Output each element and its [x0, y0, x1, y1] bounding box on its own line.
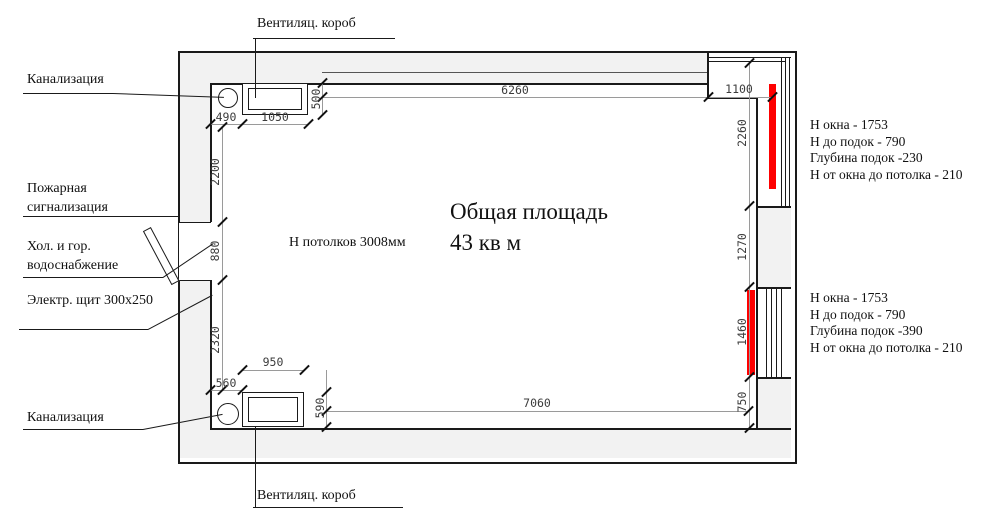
dim-7060: 7060	[523, 396, 551, 410]
leader-water-underline	[23, 277, 163, 279]
label-water-supply: Хол. и гор. водоснабжение	[27, 239, 119, 273]
dim-1270: 1270	[735, 233, 749, 261]
wall-fill-right-lower	[756, 377, 791, 428]
dim-line-topleft	[210, 124, 308, 125]
dim-line-500	[322, 83, 323, 115]
dim-500: 500	[309, 88, 323, 110]
glazing-w1-line-3	[789, 57, 791, 206]
glazing-w2-line-1	[766, 287, 768, 377]
window2-bottom-line	[756, 377, 791, 379]
dim-line-right-chain	[749, 63, 750, 428]
area-title-line1: Общая площадь	[450, 199, 608, 224]
dim-560: 560	[215, 376, 237, 390]
wall-inner-left-lower	[210, 280, 212, 428]
leader-sewer-top-underline	[23, 93, 113, 95]
note-line: Н от окна до потолка - 210	[810, 339, 963, 355]
window-marker-top	[769, 84, 776, 189]
note-line: Глубина подок -230	[810, 150, 923, 165]
wall-inner-right	[756, 97, 758, 428]
dim-line-590	[326, 370, 327, 427]
window-notes-bottom: Н окна - 1753 Н до подок - 790 Глубина п…	[810, 290, 963, 356]
wall-fill-top	[180, 53, 707, 83]
dim-950: 950	[262, 355, 284, 369]
leader-vent-top-underline	[253, 38, 395, 40]
dim-line-560	[210, 390, 242, 391]
label-sewer-top: Канализация	[27, 72, 104, 87]
note-line: Н от окна до потолка - 210	[810, 166, 963, 182]
label-fire-alarm: Пожарная сигнализация	[27, 181, 108, 215]
dim-line-top	[322, 97, 772, 98]
vent-box-top-inner	[248, 88, 302, 110]
note-line: Н до подок - 790	[810, 306, 906, 322]
dim-line-bottom	[326, 411, 748, 412]
dim-2260: 2260	[735, 119, 749, 147]
note-line: Н окна - 1753	[810, 117, 888, 132]
glazing-corner-line-1	[707, 57, 791, 59]
leader-fire-underline	[23, 216, 178, 218]
area-title-line2: 43 кв м	[450, 230, 522, 255]
wall-inner-top	[210, 83, 707, 85]
pier-bottom-line	[756, 287, 791, 289]
dim-1460: 1460	[735, 318, 749, 346]
glazing-w2-line-4	[781, 287, 783, 377]
wall-ledge-top	[322, 72, 707, 73]
note-line: Н до подок - 790	[810, 133, 906, 149]
label-sewer-bottom: Канализация	[27, 410, 104, 425]
wall-fill-left-upper	[180, 53, 210, 222]
leader-vent-top-vertical	[255, 38, 257, 98]
window-notes-top: Н окна - 1753 Н до подок - 790 Глубина п…	[810, 117, 963, 183]
leader-vent-bottom-underline	[253, 507, 403, 509]
area-title: Общая площадь 43 кв м	[450, 196, 608, 258]
door-opening-mask	[179, 222, 210, 280]
dim-750: 750	[735, 391, 749, 413]
wall-edge-window-start	[707, 51, 709, 97]
glazing-w1-line-1	[781, 57, 783, 206]
wall-inner-bottom	[210, 428, 791, 430]
wall-inner-left-upper	[210, 83, 212, 222]
dim-590: 590	[313, 397, 327, 419]
window-marker-bottom	[747, 290, 755, 375]
label-electric-panel: Электр. щит 300x250	[27, 293, 154, 308]
dim-line-left-chain	[222, 127, 223, 390]
label-vent-bottom: Вентиляц. короб	[257, 488, 356, 503]
wall-fill-bottom	[180, 428, 791, 458]
leader-electric-underline	[19, 329, 148, 331]
note-line: Глубина подок -390	[810, 323, 923, 338]
glazing-corner-line-2	[707, 61, 786, 63]
label-vent-top: Вентиляц. короб	[257, 16, 356, 31]
dim-490: 490	[215, 110, 237, 124]
pier-top-line	[756, 206, 791, 208]
dim-1100: 1100	[725, 82, 753, 96]
door-jamb-top	[178, 222, 211, 224]
glazing-w2-line-3	[776, 287, 778, 377]
dim-2200: 2200	[208, 158, 222, 186]
door-jamb-bottom	[178, 280, 211, 282]
dim-2320: 2320	[208, 326, 222, 354]
note-line: Н окна - 1753	[810, 290, 888, 305]
wall-fill-right-pier	[756, 206, 791, 287]
ceiling-note: Н потолков 3008мм	[289, 235, 406, 250]
glazing-w1-line-2	[785, 57, 787, 206]
leader-sewer-bottom-underline	[23, 429, 143, 431]
dim-6260: 6260	[501, 83, 529, 97]
dim-1050: 1050	[261, 110, 289, 124]
leader-vent-bottom-vertical	[255, 427, 257, 507]
dim-line-950	[242, 370, 304, 371]
glazing-w2-line-2	[771, 287, 773, 377]
vent-box-bottom-inner	[248, 397, 298, 422]
